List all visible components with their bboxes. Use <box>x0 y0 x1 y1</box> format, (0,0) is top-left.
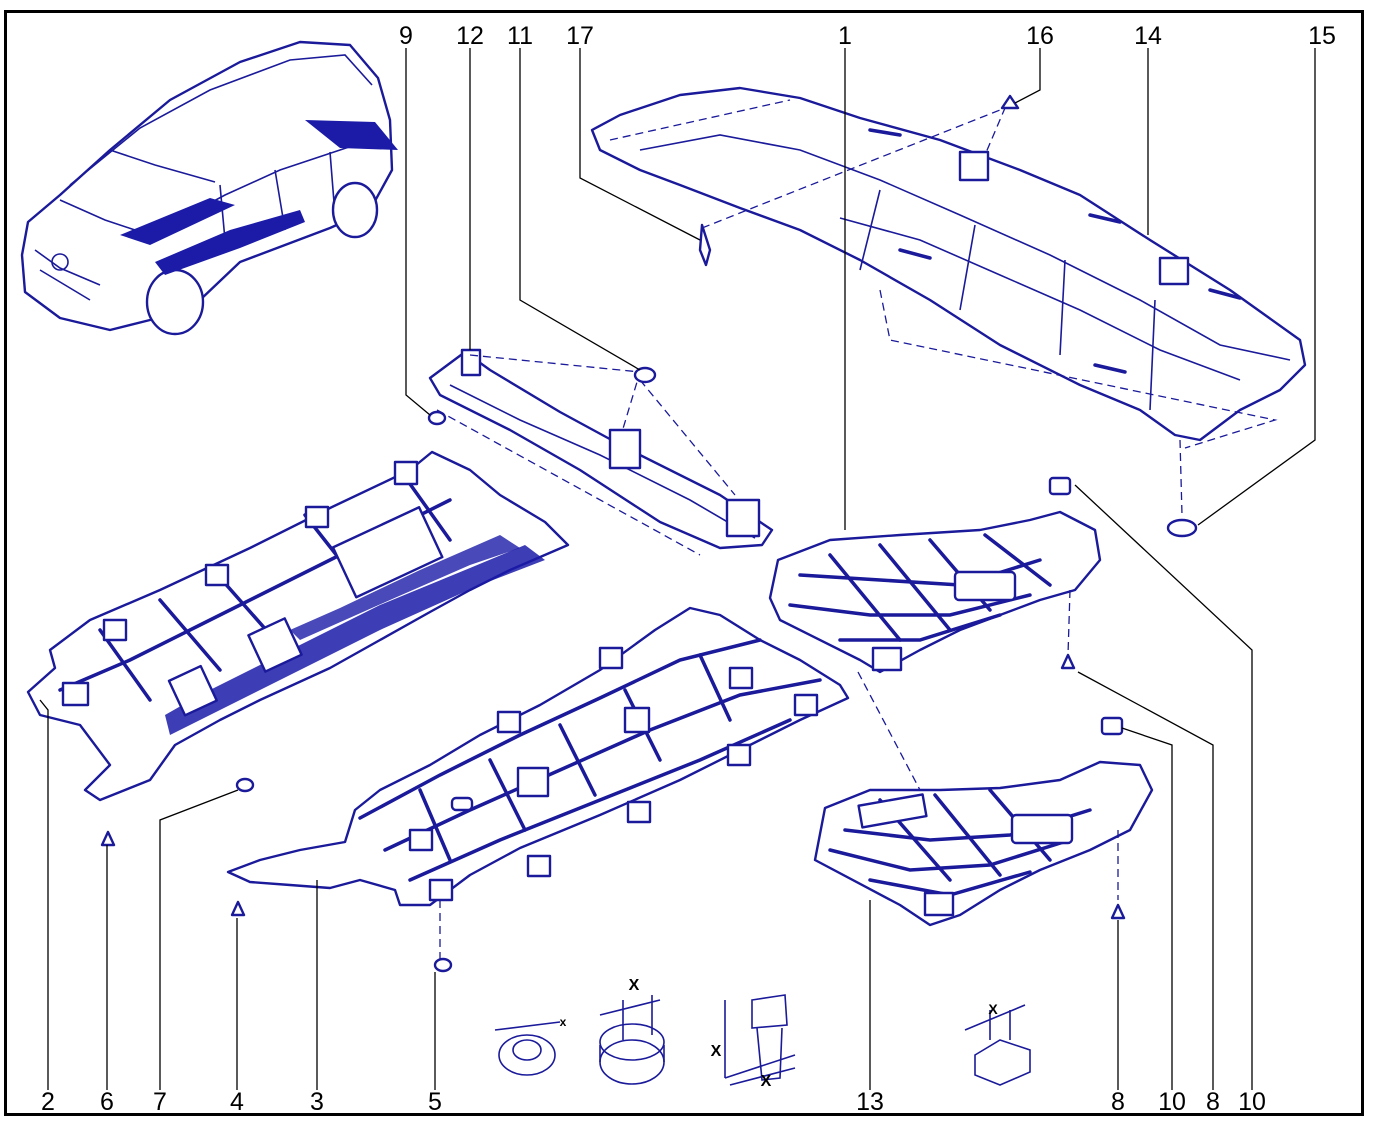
label-3: 3 <box>310 1088 324 1116</box>
fastener-detail-4 <box>964 1004 1031 1086</box>
label-14: 14 <box>1134 22 1162 50</box>
part-2-cover <box>26 450 570 802</box>
label-5: 5 <box>428 1088 442 1116</box>
part-3-cover <box>226 606 921 960</box>
part-13-cover <box>813 760 1154 927</box>
fastener-detail-1 <box>494 1021 561 1076</box>
label-12: 12 <box>456 22 484 50</box>
label-16: 16 <box>1026 22 1054 50</box>
label-2: 2 <box>41 1088 55 1116</box>
label-11: 11 <box>507 22 533 50</box>
dimension-x-1: x <box>559 1015 567 1029</box>
label-8a: 8 <box>1111 1088 1125 1116</box>
label-9: 9 <box>399 22 413 50</box>
dimension-x-3: X <box>710 1043 722 1060</box>
dimension-x-2: X <box>628 977 640 994</box>
label-10a: 10 <box>1158 1088 1186 1116</box>
leader-lines <box>39 48 1316 1090</box>
label-15: 15 <box>1308 22 1336 50</box>
label-6: 6 <box>100 1088 114 1116</box>
fastener-detail-2 <box>599 995 665 1085</box>
label-4: 4 <box>230 1088 244 1116</box>
part-12-crossbar <box>428 348 774 556</box>
label-7: 7 <box>153 1088 167 1116</box>
car-icon <box>20 40 398 336</box>
dimension-x-5: X <box>988 1001 998 1017</box>
label-8b: 8 <box>1206 1088 1220 1116</box>
dimension-x-4: X <box>760 1073 772 1090</box>
label-10b: 10 <box>1238 1088 1266 1116</box>
label-17: 17 <box>566 22 594 50</box>
fastener-icon <box>100 94 1198 973</box>
fastener-detail-3 <box>724 994 796 1086</box>
part-14-cover <box>590 86 1307 516</box>
label-1: 1 <box>838 22 852 50</box>
part-1-cover <box>768 510 1102 674</box>
label-13: 13 <box>856 1088 884 1116</box>
